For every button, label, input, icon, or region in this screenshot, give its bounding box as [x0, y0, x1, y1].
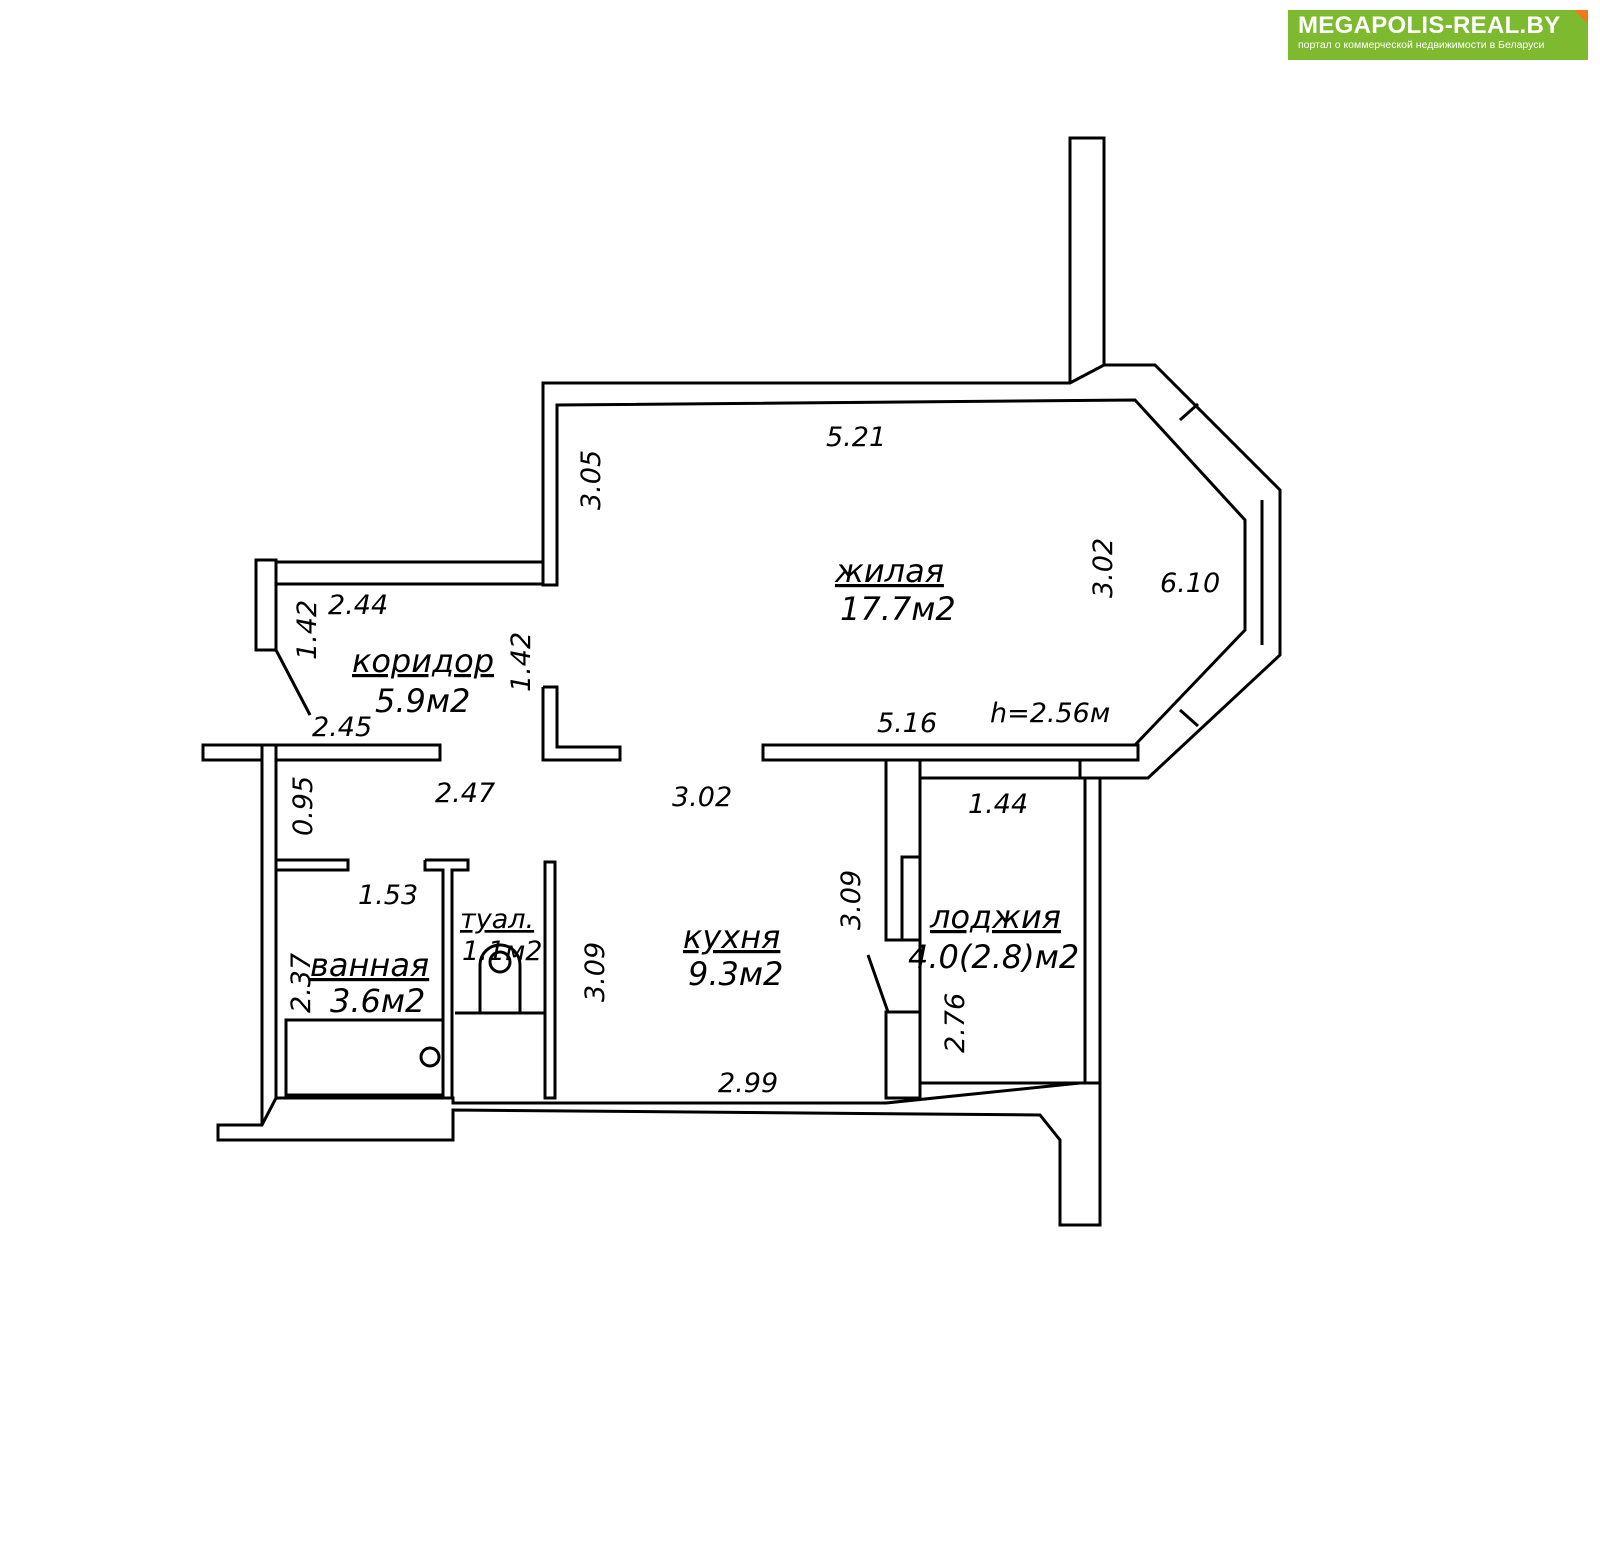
corridor-diagonal — [274, 649, 312, 716]
wall-bath-top — [201, 743, 442, 762]
dim-corridor-diag: 2.45 — [312, 712, 372, 743]
wall-partition — [541, 685, 622, 762]
room-name-loggia: лоджия — [929, 898, 1061, 936]
room-name-bath: ванная — [310, 946, 429, 984]
drain-icon — [419, 1046, 441, 1068]
dim-living-inner: 3.02 — [1088, 538, 1119, 598]
dim-wc-height: 3.09 — [580, 942, 611, 1002]
room-area-living: 17.7м2 — [840, 590, 956, 628]
window-mark — [1179, 402, 1199, 422]
dim-living-bottom: 5.16 — [877, 708, 937, 739]
dim-bath-height: 2.37 — [286, 953, 317, 1013]
room-area-loggia: 4.0(2.8)м2 — [908, 938, 1079, 976]
wall-opening — [900, 855, 922, 942]
wall-kitchen-right-lower — [884, 1010, 922, 1100]
dim-corridor-right: 1.42 — [506, 632, 537, 692]
toilet-icon — [478, 943, 522, 1013]
room-area-kitchen: 9.3м2 — [688, 955, 783, 993]
dim-loggia-top: 1.44 — [968, 789, 1028, 820]
window-mark — [1179, 708, 1199, 728]
wall-upper-right — [1068, 136, 1106, 390]
room-area-corridor: 5.9м2 — [375, 682, 470, 720]
dim-kitchen-right: 3.09 — [836, 870, 867, 930]
wall-living-bottom — [761, 743, 1140, 762]
dim-living-top: 5.21 — [826, 422, 886, 453]
dim-bath-width: 1.53 — [358, 880, 418, 911]
wall-bottom — [216, 1081, 1102, 1227]
bathtub — [284, 1018, 445, 1097]
ceiling-height: h=2.56м — [990, 698, 1110, 729]
room-name-kitchen: кухня — [683, 918, 780, 956]
logo-subtitle: портал о коммерческой недвижимости в Бел… — [1298, 39, 1545, 51]
toilet-seat-icon — [488, 950, 512, 974]
dimension-labels: 5.21 3.05 3.02 6.10 5.16 2.44 1.42 1.42 … — [286, 422, 1220, 1099]
dim-corridor-left: 1.42 — [292, 600, 323, 660]
wall-corridor-top — [273, 560, 545, 586]
dim-hall-left: 2.47 — [435, 778, 495, 809]
room-area-bath: 3.6м2 — [330, 982, 425, 1020]
dim-living-left: 3.05 — [576, 450, 607, 510]
dim-hall-center: 3.02 — [672, 782, 732, 813]
dim-corridor-top: 2.44 — [328, 590, 388, 621]
door-swing — [866, 954, 890, 1013]
wall-corridor-left — [254, 558, 278, 652]
walls — [201, 136, 1282, 1227]
room-name-living: жилая — [834, 552, 944, 590]
dim-hall-side: 0.95 — [288, 776, 319, 836]
wall-bath-left — [260, 743, 278, 1127]
logo-title: MEGAPOLIS-REAL.BY — [1298, 12, 1561, 39]
room-area-wc: 1.1м2 — [462, 936, 543, 967]
wall-bath-stub — [274, 858, 350, 872]
site-logo[interactable]: MEGAPOLIS-REAL.BY портал о коммерческой … — [1288, 10, 1588, 60]
room-name-wc: туал. — [460, 904, 534, 935]
logo-corner — [1574, 10, 1588, 24]
dim-loggia-side: 2.76 — [940, 993, 971, 1053]
dim-living-bay: 6.10 — [1160, 568, 1220, 599]
room-labels: жилая 17.7м2 коридор 5.9м2 кухня 9.3м2 в… — [310, 552, 1110, 1020]
loggia-outline — [918, 776, 1102, 1085]
room-name-corridor: коридор — [352, 642, 494, 680]
wall-bath-wc — [423, 858, 470, 1100]
wall-wc-right — [543, 860, 557, 1100]
dim-kitchen-bottom: 2.99 — [718, 1068, 778, 1099]
